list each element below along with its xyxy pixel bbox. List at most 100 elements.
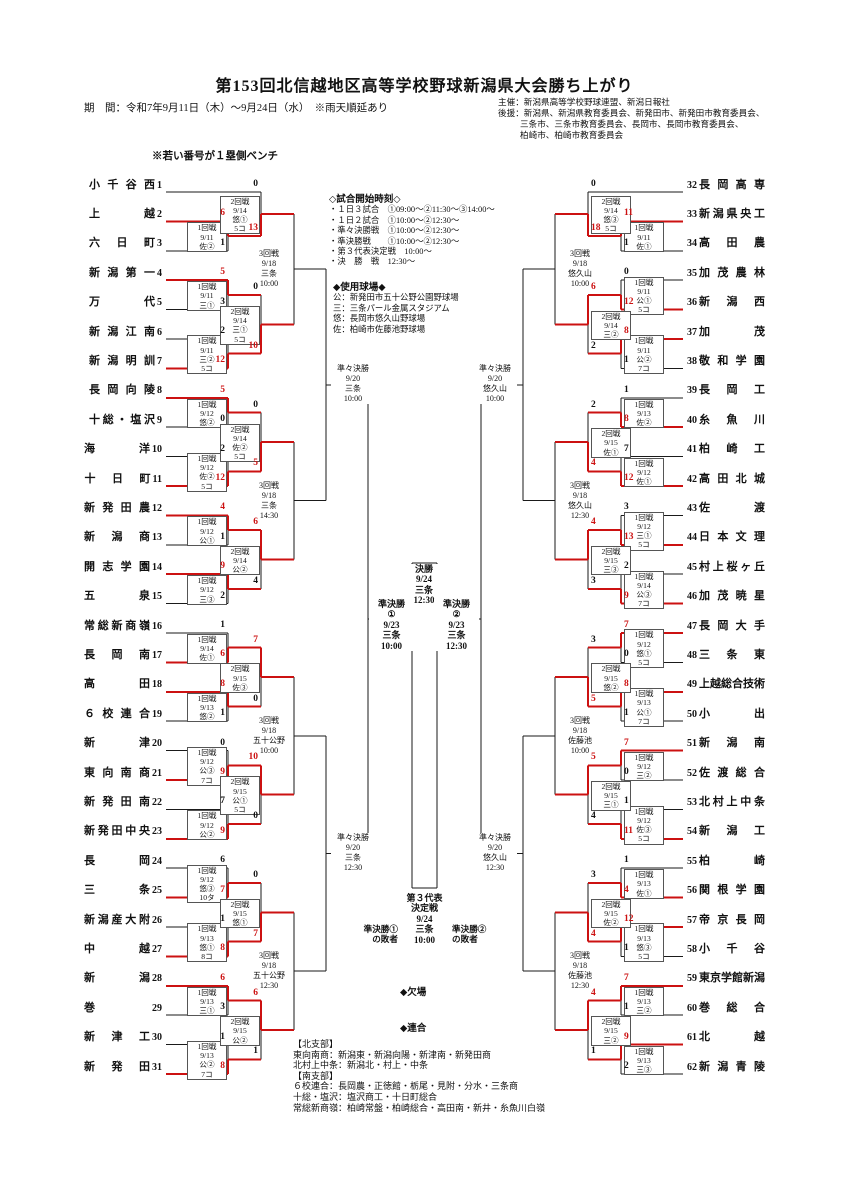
match-score: 7 xyxy=(624,737,629,748)
absent-note: ◆欠場 xyxy=(400,988,427,998)
match-score: 6 xyxy=(220,972,225,983)
organizer-block: 主催：新潟県高等学校野球連盟、新潟日報社 後援：新潟県、新潟県教育委員会、新発田… xyxy=(498,97,764,141)
match-score: 5 xyxy=(591,693,596,704)
match-score: 7 xyxy=(624,443,629,454)
match-score: 3 xyxy=(624,502,629,513)
stadium-legend-box: ◆使用球場◆ 公：新発田市五十公野公園野球場 三：三条パール金属スタジアム 悠：… xyxy=(331,282,461,337)
match-score: 11 xyxy=(624,825,633,836)
stadium-line: 悠：長岡市悠久山野球場 xyxy=(333,314,426,324)
combined-team-note: ◆連合 xyxy=(400,1024,427,1034)
match-score: 4 xyxy=(253,575,258,586)
match-score: 5 xyxy=(253,458,258,469)
team-seed: 21 xyxy=(152,767,162,779)
support-line-2: 三条市、三条市教育委員会、長岡市、長岡市教育委員会、 xyxy=(520,119,744,129)
match-score: 7 xyxy=(220,796,225,807)
match-score: 1 xyxy=(591,1046,596,1057)
match-score: 10 xyxy=(248,340,259,351)
team-seed: 60 xyxy=(687,1002,697,1014)
match-score: 13 xyxy=(624,531,634,542)
stadium-line: 公：新発田市五十公野公園野球場 xyxy=(333,293,459,303)
team-seed: 56 xyxy=(687,885,697,897)
period-line: 期 間：令和7年9月11日（木）～9月24日（水） ※雨天順延あり xyxy=(84,103,389,114)
team-seed: 16 xyxy=(152,620,162,632)
team-seed: 49 xyxy=(687,679,697,691)
match-score: 8 xyxy=(220,1061,225,1071)
team-seed: 37 xyxy=(687,326,697,338)
team-seed: 26 xyxy=(152,914,162,926)
match-score: 3 xyxy=(220,296,225,307)
match-score: 6 xyxy=(591,281,596,292)
match-score: 1 xyxy=(624,708,629,719)
match-score: 1 xyxy=(253,1046,258,1057)
match-score: 1 xyxy=(220,237,225,248)
team-seed: 18 xyxy=(152,679,162,691)
match-score: 0 xyxy=(220,737,225,748)
match-score: 6 xyxy=(220,649,225,660)
team-seed: 28 xyxy=(152,973,162,985)
match-score: 18 xyxy=(591,223,601,234)
match-score: 0 xyxy=(253,811,258,822)
match-score: 0 xyxy=(253,869,258,880)
match-score: 8 xyxy=(624,678,629,689)
match-score: 6 xyxy=(220,208,225,219)
team-seed: 23 xyxy=(152,826,162,838)
match-score: 7 xyxy=(253,634,258,645)
semifinal2-label: 準決勝 ② 9/23 三条 12:30 xyxy=(434,599,479,652)
match-score: 8 xyxy=(624,326,629,336)
match-score: 9 xyxy=(624,590,629,601)
team-seed: 54 xyxy=(687,826,697,838)
game-times-line: ・準々決勝戦 ①10:00～②12:30～ xyxy=(329,226,460,236)
match-score: 2 xyxy=(591,399,596,410)
team-seed: 6 xyxy=(157,326,162,338)
semifinal1-label: 準決勝 ① 9/23 三条 10:00 xyxy=(369,599,414,652)
team-seed: 4 xyxy=(157,267,162,279)
page-title: 第153回北信越地区高等学校野球新潟県大会勝ち上がり xyxy=(215,78,634,95)
